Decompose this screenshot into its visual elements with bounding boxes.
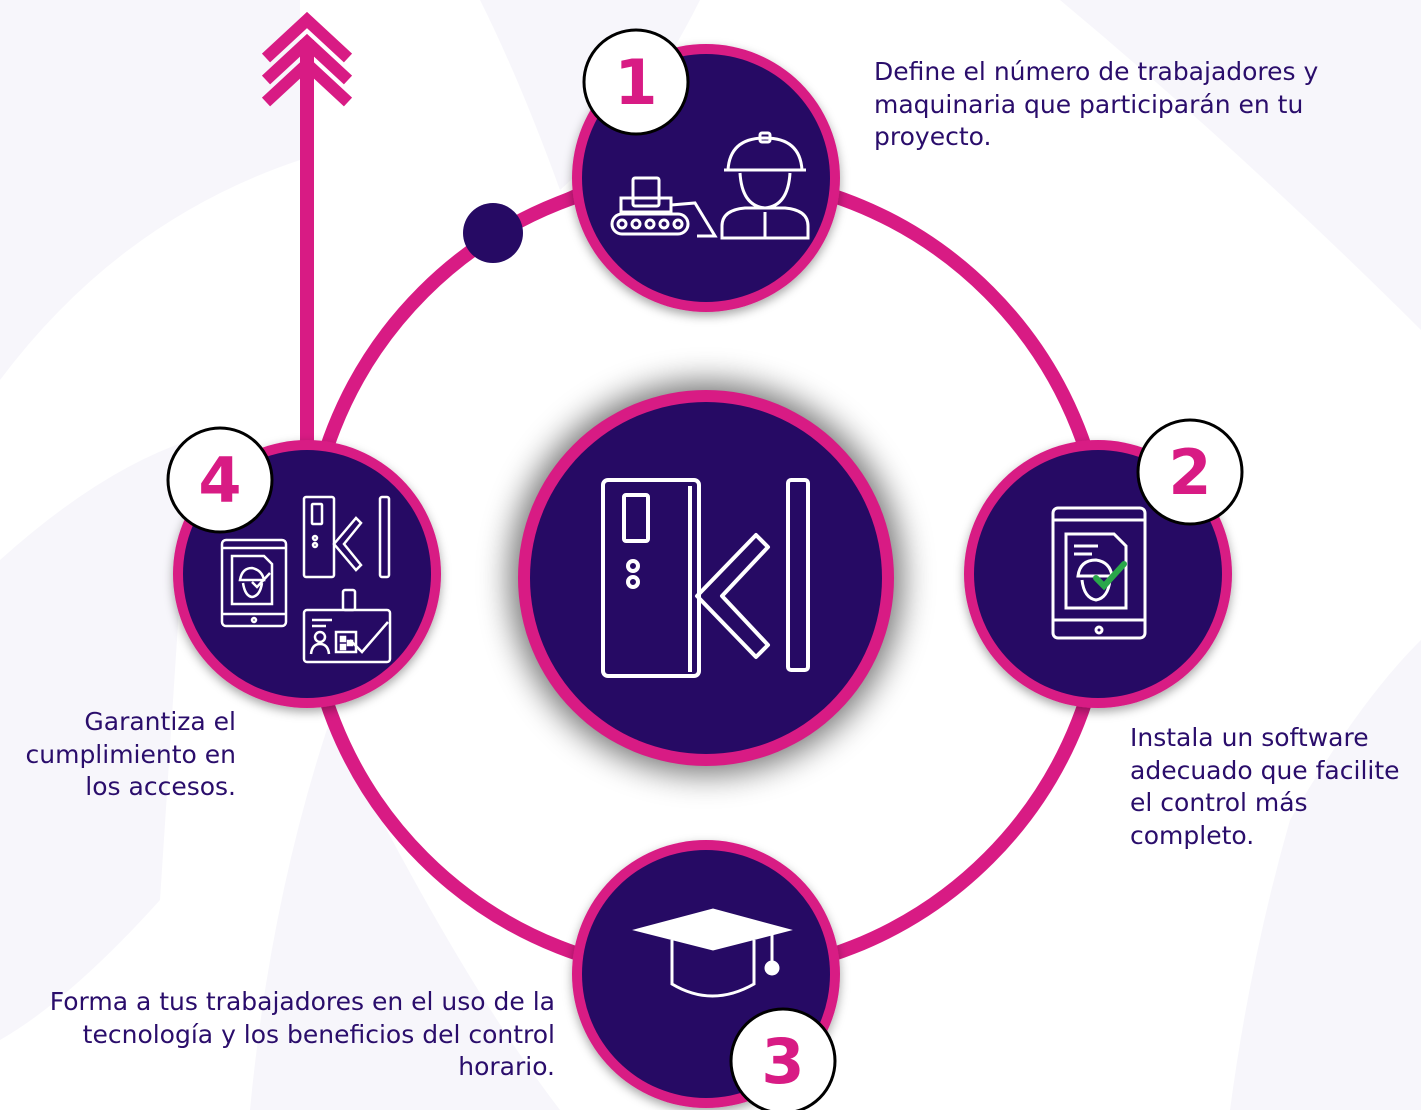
- id-badge-qr-icon: [302, 588, 392, 664]
- bulldozer-icon: [610, 176, 718, 238]
- step-2-number: 2: [1168, 436, 1211, 509]
- step-1-number: 1: [614, 46, 657, 119]
- step-1-node: 1: [572, 28, 840, 312]
- access-turnstile-icon: [302, 495, 391, 579]
- check-icon: [1093, 561, 1127, 591]
- center-hub: [510, 382, 902, 774]
- step-2-node: 2: [964, 418, 1244, 708]
- graduation-cap-icon: [632, 908, 793, 998]
- step-4-node: 4: [166, 426, 441, 708]
- start-dot: [463, 203, 523, 263]
- tablet-document-check-icon: [1051, 506, 1147, 640]
- step-3-number: 3: [761, 1025, 804, 1098]
- tablet-document-check-icon: [220, 538, 288, 628]
- step-2-text: Instala un software adecuado que facilit…: [1130, 723, 1400, 850]
- step-3-node: 3: [572, 840, 840, 1110]
- construction-worker-icon: [720, 131, 810, 240]
- step-1-text: Define el número de trabajadores y maqui…: [874, 57, 1319, 151]
- up-arrow-icon: [261, 11, 353, 470]
- access-turnstile-icon: [601, 478, 810, 678]
- step-3-text: Forma a tus trabajadores en el uso de la…: [49, 987, 555, 1081]
- step-4-number: 4: [198, 444, 241, 517]
- step-4-text: Garantiza el cumplimiento en los accesos…: [25, 707, 237, 801]
